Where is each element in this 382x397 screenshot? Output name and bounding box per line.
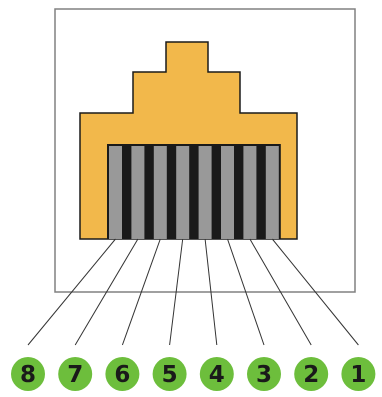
contact-pin-7 (131, 146, 144, 239)
contact-group (107, 144, 281, 239)
pin-number-label: 7 (67, 362, 83, 388)
pin-number-label: 4 (209, 362, 225, 388)
pin-number-label: 1 (350, 362, 366, 388)
contact-pin-8 (109, 146, 122, 239)
pin-number-label: 2 (303, 362, 319, 388)
pin-label-group: 8 7 6 5 4 3 2 1 (11, 357, 375, 391)
pin-number-label: 8 (20, 362, 36, 388)
contact-pin-2 (243, 146, 256, 239)
pin-number-label: 6 (114, 362, 130, 388)
contact-pin-4 (199, 146, 212, 239)
pin-number-label: 5 (162, 362, 178, 388)
pin-number-label: 3 (256, 362, 272, 388)
contact-pin-1 (266, 146, 279, 239)
contact-pin-5 (176, 146, 189, 239)
contact-pin-6 (154, 146, 167, 239)
contact-pin-3 (221, 146, 234, 239)
